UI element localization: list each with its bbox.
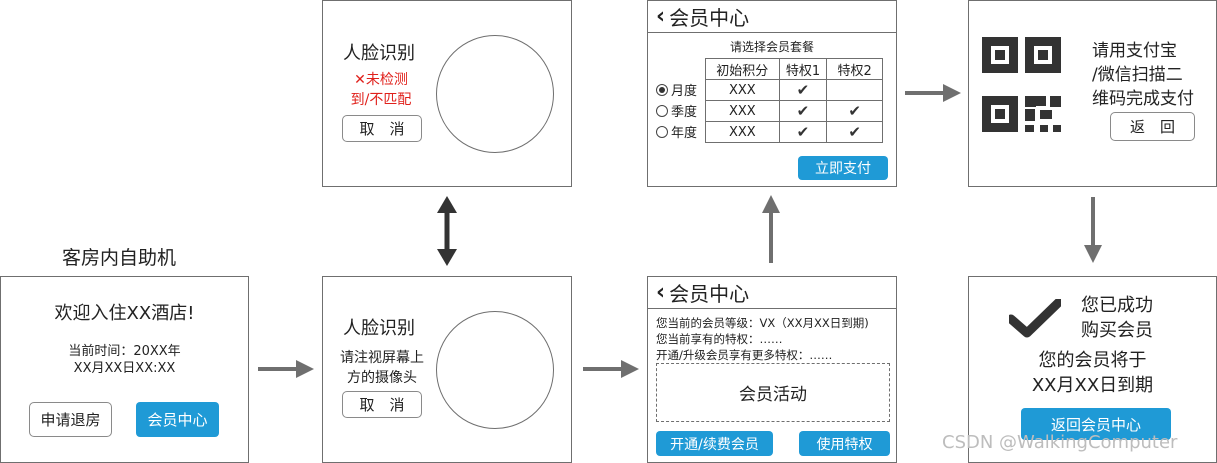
- current-time-line2: XX月XX日XX:XX: [73, 361, 176, 376]
- privilege-cell: ✔: [778, 79, 828, 101]
- back-chevron-icon[interactable]: ‹: [656, 3, 666, 29]
- member-center-button[interactable]: 会员中心: [136, 402, 219, 437]
- use-privilege-button[interactable]: 使用特权: [799, 431, 890, 456]
- arrow-down-icon: [1084, 197, 1102, 263]
- hint-line2: 方的摄像头: [347, 370, 417, 386]
- payment-line2: /微信扫描二: [1092, 65, 1183, 85]
- privilege-cell: ✔: [826, 100, 883, 122]
- checkmark-icon: [1009, 299, 1061, 338]
- welcome-screen: 欢迎入住XX酒店! 当前时间：20XX年 XX月XX日XX:XX 申请退房 会员…: [0, 276, 249, 463]
- face-scan-title: 人脸识别: [343, 318, 415, 339]
- success-line2: 购买会员: [1081, 320, 1153, 341]
- package-table-header: 初始积分 特权1 特权2: [705, 58, 883, 80]
- double-arrow-vertical-icon: [437, 196, 457, 266]
- face-fail-title: 人脸识别: [343, 43, 415, 64]
- table-row: XXX ✔ ✔: [705, 121, 883, 143]
- privilege-cell: [826, 79, 883, 101]
- upgrade-line: 开通/升级会员享有更多特权：……: [656, 348, 833, 362]
- points-cell: XXX: [705, 79, 780, 101]
- package-option-quarter[interactable]: 季度: [656, 100, 697, 121]
- current-time-line1: 当前时间：20XX年: [68, 344, 181, 359]
- package-header: ‹ 会员中心: [648, 1, 896, 33]
- arrow-right-icon: [258, 360, 314, 378]
- face-capture-circle: [436, 35, 554, 153]
- back-button[interactable]: 返 回: [1110, 112, 1195, 141]
- arrow-right-icon: [583, 360, 639, 378]
- cancel-button[interactable]: 取 消: [342, 115, 422, 142]
- header-privilege-2: 特权2: [826, 58, 883, 80]
- qr-code-icon: [982, 37, 1061, 132]
- expiry-message: 您的会员将于 XX月XX日到期: [969, 348, 1216, 398]
- arrow-right-icon: [905, 84, 961, 102]
- payment-line1: 请用支付宝: [1092, 41, 1177, 61]
- expiry-line1: 您的会员将于: [1038, 350, 1147, 371]
- success-message: 您已成功 购买会员: [1081, 293, 1153, 343]
- member-center-header: ‹ 会员中心: [648, 277, 896, 309]
- member-activity-box: 会员活动: [656, 363, 890, 422]
- member-center-title: 会员中心: [669, 282, 750, 306]
- package-subtitle: 请选择会员套餐: [729, 40, 814, 54]
- error-x-icon: ✕: [354, 72, 366, 88]
- face-fail-screen: 人脸识别 ✕未检测 到/不匹配 取 消: [322, 0, 572, 187]
- check-icon: ✔: [848, 123, 861, 141]
- privilege-cell: ✔: [826, 121, 883, 143]
- open-renew-button[interactable]: 开通/续费会员: [656, 431, 773, 456]
- package-options: 月度 季度 年度: [656, 79, 697, 142]
- member-activity-label: 会员活动: [739, 385, 807, 405]
- privilege-cell: ✔: [778, 100, 828, 122]
- expiry-line2: XX月XX日到期: [1031, 375, 1154, 396]
- kiosk-label: 客房内自助机: [62, 247, 177, 269]
- watermark: CSDN @WalkingComputer: [942, 432, 1178, 453]
- checkout-button[interactable]: 申请退房: [29, 402, 112, 437]
- welcome-title: 欢迎入住XX酒店!: [54, 303, 195, 324]
- arrow-up-icon: [762, 195, 780, 263]
- back-to-member-center-button[interactable]: 返回会员中心: [1021, 408, 1171, 440]
- check-icon: ✔: [796, 123, 810, 141]
- error-message: ✕未检测 到/不匹配: [349, 69, 413, 109]
- back-chevron-icon[interactable]: ‹: [656, 279, 666, 305]
- points-cell: XXX: [705, 121, 780, 143]
- package-option-year[interactable]: 年度: [656, 121, 697, 142]
- check-icon: ✔: [796, 102, 810, 120]
- radio-icon[interactable]: [656, 104, 668, 117]
- error-line1: 未检测: [365, 72, 408, 88]
- points-cell: XXX: [705, 100, 780, 122]
- success-line1: 您已成功: [1081, 295, 1153, 316]
- payment-instructions: 请用支付宝 /微信扫描二 维码完成支付: [1092, 39, 1194, 111]
- face-capture-circle: [436, 311, 554, 429]
- radio-icon[interactable]: [656, 125, 668, 138]
- package-table: 初始积分 特权1 特权2 XXX ✔ XXX ✔ ✔ XXX ✔ ✔: [705, 58, 883, 143]
- payment-screen: 请用支付宝 /微信扫描二 维码完成支付 返 回: [968, 0, 1217, 187]
- package-select-screen: ‹ 会员中心 请选择会员套餐 月度 季度 年度 初始积分 特权1 特权2 XXX…: [647, 0, 897, 187]
- face-scan-screen: 人脸识别 请注视屏幕上 方的摄像头 取 消: [322, 276, 572, 463]
- privileges-line: 您当前享有的特权：……: [656, 332, 783, 346]
- table-row: XXX ✔: [705, 79, 883, 101]
- privilege-cell: ✔: [778, 121, 828, 143]
- hint-line1: 请注视屏幕上: [340, 350, 424, 366]
- package-option-month[interactable]: 月度: [656, 79, 697, 100]
- header-points: 初始积分: [705, 58, 780, 80]
- pay-now-button[interactable]: 立即支付: [798, 156, 888, 180]
- member-level-line: 您当前的会员等级：VX（XX月XX日到期): [656, 316, 869, 330]
- error-line2: 到/不匹配: [350, 92, 412, 108]
- package-title: 会员中心: [669, 6, 750, 30]
- table-row: XXX ✔ ✔: [705, 100, 883, 122]
- header-privilege-1: 特权1: [778, 58, 828, 80]
- cancel-button[interactable]: 取 消: [342, 391, 422, 418]
- check-icon: ✔: [796, 81, 810, 99]
- member-center-screen: ‹ 会员中心 您当前的会员等级：VX（XX月XX日到期) 您当前享有的特权：………: [647, 276, 897, 463]
- radio-selected-icon[interactable]: [656, 83, 668, 96]
- check-icon: ✔: [848, 102, 861, 120]
- payment-line3: 维码完成支付: [1092, 89, 1194, 109]
- face-scan-hint: 请注视屏幕上 方的摄像头: [337, 347, 427, 387]
